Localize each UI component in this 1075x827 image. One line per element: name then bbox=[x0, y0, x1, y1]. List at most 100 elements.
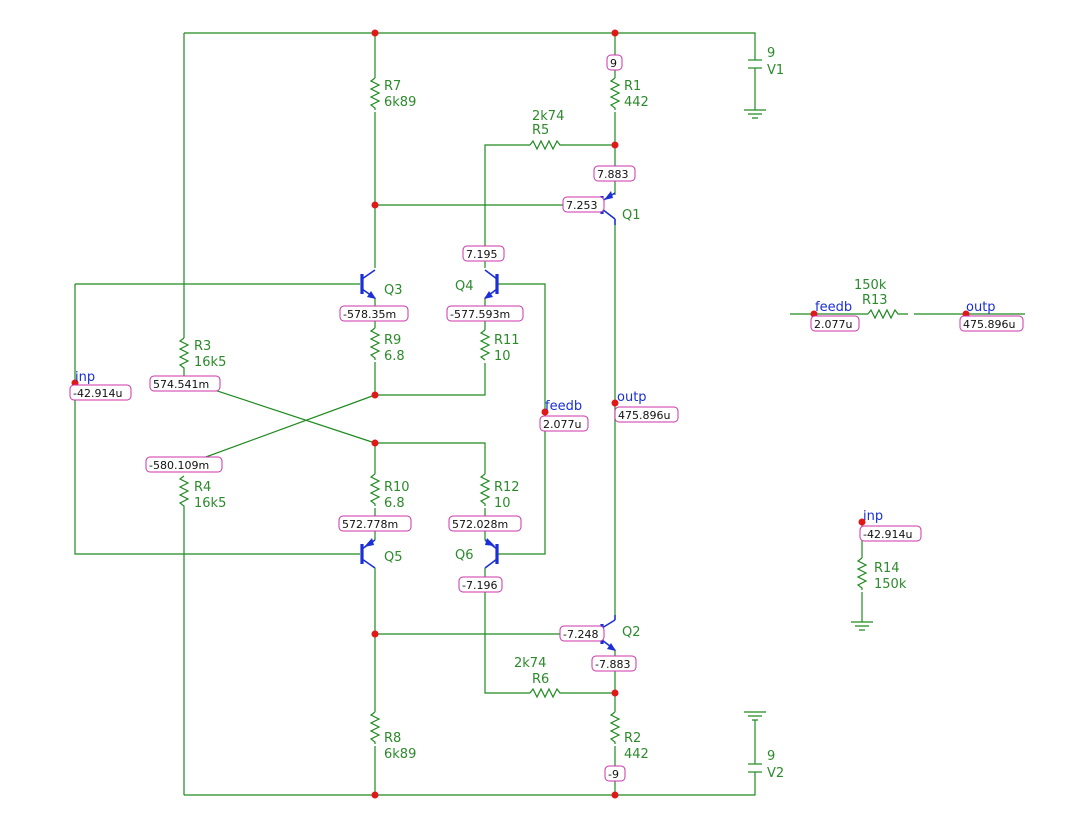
voltage-badge-v-bot: -9 bbox=[604, 765, 626, 782]
svg-text:-577.593m: -577.593m bbox=[450, 308, 510, 321]
voltage-badge-q6-c: -7.196 bbox=[458, 576, 503, 593]
label-r1-value: 442 bbox=[624, 95, 649, 110]
voltage-badge-q1-e: 7.883 bbox=[593, 165, 636, 182]
svg-text:2.077u: 2.077u bbox=[543, 418, 581, 431]
label-r9-name: R9 bbox=[384, 333, 401, 348]
voltage-badge-feedb: 2.077u bbox=[539, 415, 589, 432]
label-r12-name: R12 bbox=[494, 480, 520, 495]
svg-text:7.195: 7.195 bbox=[466, 248, 498, 261]
label-r14-name: R14 bbox=[874, 561, 900, 576]
transistor-q6 bbox=[484, 538, 499, 569]
voltage-badge-feedb-side: 2.077u bbox=[810, 315, 860, 332]
label-r8-value: 6k89 bbox=[384, 747, 416, 762]
svg-text:-578.35m: -578.35m bbox=[343, 308, 396, 321]
label-q4: Q4 bbox=[455, 279, 474, 294]
voltage-badge-inp: -42.914u bbox=[69, 384, 132, 401]
label-r13-value: 150k bbox=[854, 278, 887, 293]
resistor-r5 bbox=[529, 139, 566, 151]
svg-text:572.028m: 572.028m bbox=[452, 518, 508, 531]
net-label-inp-side: inp bbox=[863, 509, 883, 524]
resistor-r9 bbox=[369, 327, 381, 360]
label-r4-value: 16k5 bbox=[194, 496, 226, 511]
net-label-outp-main: outp bbox=[617, 390, 647, 405]
label-r10-value: 6.8 bbox=[384, 496, 405, 511]
label-q6: Q6 bbox=[455, 548, 474, 563]
voltage-badge-q2-e: -7.883 bbox=[591, 655, 637, 672]
net-label-feedb-main: feedb bbox=[545, 399, 582, 414]
resistor-r8 bbox=[369, 711, 381, 744]
resistor-r7 bbox=[369, 77, 381, 110]
resistor-r10 bbox=[369, 473, 381, 506]
voltage-badge-q6-e: 572.028m bbox=[448, 515, 522, 532]
resistor-r1 bbox=[609, 77, 621, 110]
voltage-badge-outp-side: 475.896u bbox=[959, 315, 1024, 332]
label-v2-value: 9 bbox=[767, 749, 775, 764]
svg-text:-7.196: -7.196 bbox=[462, 579, 497, 592]
voltage-badge-q4-e: 7.195 bbox=[462, 245, 505, 262]
label-q2: Q2 bbox=[622, 625, 641, 640]
label-r4-name: R4 bbox=[194, 480, 211, 495]
ground-v1 bbox=[744, 59, 766, 119]
resistor-r4 bbox=[178, 475, 190, 510]
transistor-q5 bbox=[360, 538, 376, 569]
component-labels: R7 6k89 R1 442 2k74 R5 Q1 Q3 Q4 R3 16k5 … bbox=[194, 46, 907, 781]
label-r3-name: R3 bbox=[194, 339, 211, 354]
label-r2-name: R2 bbox=[624, 731, 641, 746]
svg-text:-42.914u: -42.914u bbox=[863, 528, 912, 541]
net-label-inp-main: inp bbox=[75, 370, 95, 385]
resistor-r12 bbox=[479, 473, 491, 506]
label-q1: Q1 bbox=[622, 208, 641, 223]
voltage-badge-q5-e: 572.778m bbox=[338, 515, 412, 532]
voltage-badge-outp: 475.896u bbox=[614, 406, 679, 423]
label-r12-value: 10 bbox=[494, 496, 511, 511]
svg-text:-42.914u: -42.914u bbox=[73, 387, 122, 400]
label-r1-name: R1 bbox=[624, 79, 641, 94]
resistor-r11 bbox=[479, 329, 491, 361]
svg-text:-7.883: -7.883 bbox=[595, 658, 630, 671]
label-r5-name: R5 bbox=[532, 123, 549, 138]
svg-text:2.077u: 2.077u bbox=[814, 318, 852, 331]
resistor-r6 bbox=[529, 687, 566, 699]
label-r9-value: 6.8 bbox=[384, 349, 405, 364]
label-r6-value: 2k74 bbox=[514, 656, 546, 671]
svg-text:9: 9 bbox=[610, 57, 617, 70]
voltage-badge-q2-b: -7.248 bbox=[559, 625, 605, 642]
svg-text:475.896u: 475.896u bbox=[963, 318, 1015, 331]
voltage-badge-r4-top: -580.109m bbox=[145, 456, 223, 473]
label-r11-name: R11 bbox=[494, 333, 520, 348]
ground-r14 bbox=[851, 621, 873, 631]
label-r6-name: R6 bbox=[532, 672, 549, 687]
resistor-r14 bbox=[856, 557, 868, 590]
transistor-q4 bbox=[484, 269, 499, 299]
voltage-badge-q1-b: 7.253 bbox=[562, 196, 605, 213]
voltage-badge-v-top: 9 bbox=[606, 54, 623, 71]
label-v1-value: 9 bbox=[767, 46, 775, 61]
wires bbox=[74, 32, 1025, 796]
svg-text:-9: -9 bbox=[608, 768, 619, 781]
junction-dots bbox=[71, 29, 970, 799]
label-r5-value: 2k74 bbox=[532, 109, 564, 124]
net-labels: inp feedb outp feedb outp inp bbox=[75, 300, 996, 524]
voltage-badge-inp-side: -42.914u bbox=[859, 525, 922, 542]
svg-text:574.541m: 574.541m bbox=[153, 378, 209, 391]
resistor-r13 bbox=[867, 308, 908, 320]
transistor-q3 bbox=[360, 269, 376, 299]
resistor-r2 bbox=[609, 711, 621, 744]
label-r7-value: 6k89 bbox=[384, 95, 416, 110]
voltage-badge-q4-c: -577.593m bbox=[446, 305, 524, 322]
resistors bbox=[178, 77, 908, 744]
label-r8-name: R8 bbox=[384, 731, 401, 746]
label-r13-name: R13 bbox=[862, 293, 888, 308]
voltage-badge-r3-bot: 574.541m bbox=[149, 375, 221, 392]
label-q3: Q3 bbox=[384, 283, 403, 298]
label-v2-name: V2 bbox=[767, 766, 784, 781]
label-q5: Q5 bbox=[384, 550, 403, 565]
label-r14-value: 150k bbox=[874, 577, 907, 592]
svg-text:7.883: 7.883 bbox=[597, 168, 629, 181]
svg-text:7.253: 7.253 bbox=[566, 199, 598, 212]
svg-text:475.896u: 475.896u bbox=[618, 409, 670, 422]
voltage-badge-q3-e: -578.35m bbox=[339, 305, 409, 322]
voltage-readouts: 9 7.883 7.253 7.195 -578.35m -577.593m 5… bbox=[69, 54, 1024, 782]
resistor-r3 bbox=[178, 337, 190, 378]
